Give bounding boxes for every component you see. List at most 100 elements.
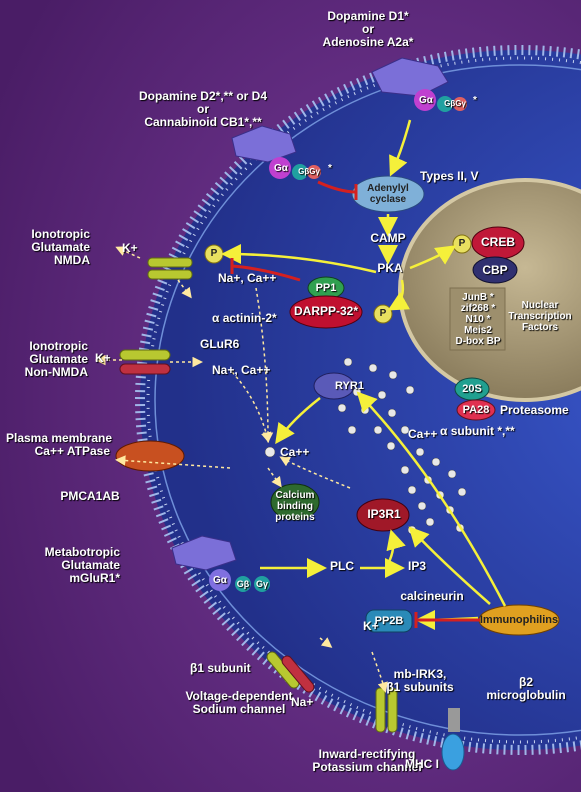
nonnmda-label: Ionotropic Glutamate Non-NMDA (4, 340, 88, 379)
calcineurin-label: calcineurin (400, 589, 464, 603)
ga-label-1: Gα (419, 95, 433, 106)
nuclear-tf-label: Nuclear Transcription Factors (505, 300, 575, 333)
pp2b-shape (365, 609, 413, 633)
irk-label-line2: β1 subunits (386, 680, 454, 694)
gg-label-3: Gγ (255, 579, 268, 589)
ryr-shape (313, 372, 355, 400)
mglur-label: Metabotropic Glutamate mGluR1* (20, 546, 120, 585)
proteasome-label: Proteasome (500, 403, 569, 417)
ga-sphere-1 (414, 89, 436, 111)
vdsc-label: Voltage-dependent Sodium channel (180, 690, 298, 716)
pp1-label: PP1 (315, 282, 337, 294)
star-label-2: * (328, 163, 332, 174)
naca-label-nmda: Na+, Ca++ (218, 271, 277, 285)
creb-label: CREB (480, 235, 515, 249)
sodium-channel (266, 651, 315, 693)
d1-label-line2: or (362, 22, 374, 36)
gg-sphere-2 (307, 165, 321, 179)
immunophilins-label: Immunophilins (479, 614, 559, 626)
adenylyl-cyclase-shape (351, 175, 425, 213)
ga-label-2: Gα (274, 163, 288, 174)
cbp-shape (472, 256, 518, 284)
tf-item: D-box BP (455, 336, 501, 347)
d2-label-line2: or (197, 102, 209, 116)
tf-item: JunB * (462, 292, 494, 303)
star-label-1: * (473, 95, 477, 106)
gb-label-3: Gβ (236, 579, 250, 589)
na-label-vdsc: Na+ (291, 695, 314, 709)
kir-label: Inward-rectifying Potassium channel (302, 748, 432, 774)
d2-label-line1: Dopamine D2*,** or D4 (138, 89, 268, 103)
pa28-label: PA28 (462, 404, 490, 416)
ion-flux-arrows (95, 246, 388, 693)
gbg-label-2: GβGγ (298, 167, 320, 176)
ip3-label: IP3 (408, 559, 427, 573)
gb-sphere-3 (235, 576, 251, 592)
ca-binding-label: Calcium binding proteins (270, 490, 320, 523)
d2-label: Dopamine D2*,** or D4 or Cannabinoid CB1… (128, 90, 278, 129)
glur6-label: GLuR6 (200, 337, 240, 351)
kir-label-line1: Inward-rectifying (318, 747, 416, 761)
b2m-label: β2 microglobulin (478, 676, 574, 702)
nmda-label-line3: NMDA (54, 253, 90, 267)
tf-item: Meis2 (464, 325, 492, 336)
nonnmda-channel (119, 349, 171, 375)
tf-item: zif268 * (460, 303, 496, 314)
phosphate-darpp (373, 304, 393, 324)
alpha-actinin-label: α actinin-2* (212, 311, 277, 325)
mhc-label: MHC I (405, 757, 439, 771)
pp2b-label: PP2B (374, 615, 404, 627)
beta1-label: β1 subunit (190, 661, 251, 675)
vdsc-label-line1: Voltage-dependent (185, 689, 293, 703)
naca-label-nonnmda: Na+, Ca++ (212, 363, 271, 377)
gb-sphere-1 (437, 96, 453, 112)
mglur-label-line2: Glutamate (61, 558, 120, 572)
kir-label-line2: Potassium channel (312, 760, 422, 774)
darpp-label: DARPP-32* (293, 304, 359, 318)
ca-label-cyto: Ca++ (408, 427, 438, 441)
adenylyl-label: Adenylyl cyclase (356, 183, 420, 205)
plasma-membrane-inner (146, 56, 581, 744)
mglur-receptor-shape (171, 535, 237, 571)
nuclear-tf-line2: Transcription (508, 311, 572, 322)
ga-sphere-3 (209, 569, 231, 591)
types-label: Types II, V (420, 169, 479, 183)
gbg-label-1: GβGγ (444, 99, 466, 108)
darpp-shape (289, 295, 363, 329)
d1-receptor-shape (371, 57, 449, 97)
ip3r-label: IP3R1 (367, 507, 401, 521)
nonnmda-label-line2: Glutamate (29, 352, 88, 366)
d1-label-line3: Adenosine A2a* (322, 35, 414, 49)
d2-receptor-shape (231, 125, 297, 163)
gb-sphere-2 (292, 164, 308, 180)
p-label-darpp: P (379, 308, 387, 319)
p-label-creb: P (458, 238, 466, 249)
plc-label: PLC (330, 559, 354, 573)
b2m-label-line1: β2 (519, 675, 533, 689)
pmca-label: Plasma membrane Ca++ ATPase (6, 432, 112, 458)
d1-label-line1: Dopamine D1* (327, 9, 409, 23)
d2-label-line3: Cannabinoid CB1*,** (144, 115, 262, 129)
potassium-channel (375, 687, 398, 733)
ca-binding-line3: proteins (275, 512, 315, 523)
mhc-complex (441, 708, 465, 771)
adenylyl-label-line2: cyclase (369, 194, 407, 205)
irk-label: mb-IRK3, β1 subunits (380, 668, 460, 694)
pmca-label-line2: Ca++ ATPase (34, 444, 110, 458)
nmda-label-line1: Ionotropic (31, 227, 90, 241)
nmda-label: Ionotropic Glutamate NMDA (10, 228, 90, 267)
ga-label-3: Gα (213, 575, 227, 586)
tf-item: N10 * (465, 314, 491, 325)
mglur-label-line3: mGluR1* (69, 571, 120, 585)
nmda-channel (147, 257, 193, 280)
alpha-subunit-label: α subunit *,** (440, 424, 515, 438)
mglur-label-line1: Metabotropic (44, 545, 120, 559)
b2m-label-line2: microglobulin (486, 688, 566, 702)
ca-binding-line1: Calcium (275, 490, 315, 501)
membrane-border (154, 64, 581, 736)
ca-binding-shape (270, 483, 320, 521)
camp-label: CAMP (370, 231, 406, 245)
adenylyl-label-line1: Adenylyl (367, 183, 409, 194)
